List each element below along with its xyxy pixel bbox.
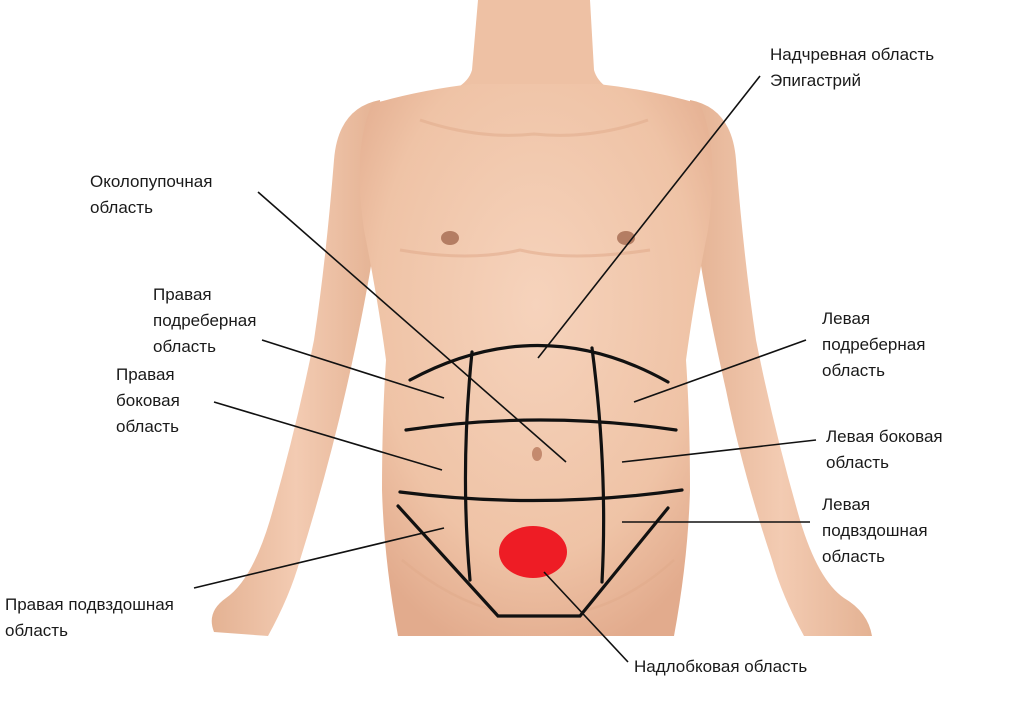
label-right-iliac: Правая подвздошная область	[5, 592, 174, 644]
label-right-lateral-line2: боковая	[116, 391, 180, 410]
label-left-lateral: Левая боковая область	[826, 424, 943, 476]
leader-umbilical	[257, 191, 567, 463]
inguinal-v-line	[396, 504, 670, 618]
left-arm	[690, 100, 872, 636]
label-epigastric-line2: Эпигастрий	[770, 71, 861, 90]
collarbone-contour	[419, 118, 649, 137]
label-right-hypochondriac-line3: область	[153, 337, 216, 356]
label-right-iliac-line1: Правая подвздошная	[5, 595, 174, 614]
right-nipple	[441, 231, 459, 245]
leader-lines	[193, 75, 817, 663]
label-left-hypochondriac-line1: Левая	[822, 309, 871, 328]
right-midclavicular-line	[463, 350, 474, 582]
label-left-hypochondriac: Левая подреберная область	[822, 306, 925, 384]
label-right-hypochondriac: Правая подреберная область	[153, 282, 256, 360]
label-right-hypochondriac-line2: подреберная	[153, 311, 257, 330]
leader-right-lateral	[213, 401, 443, 471]
navel	[532, 447, 542, 461]
label-suprapubic-line1: Надлобковая область	[634, 657, 808, 676]
leader-left-lateral	[621, 439, 817, 463]
label-left-lateral-line1: Левая боковая	[826, 427, 943, 446]
suprapubic-marker	[499, 526, 567, 578]
intertubercular-line	[398, 488, 684, 503]
upper-costal-arc	[408, 343, 670, 384]
leader-suprapubic	[543, 571, 629, 663]
neck	[420, 0, 640, 100]
label-epigastric: Надчревная область Эпигастрий	[770, 42, 934, 94]
hip-contour	[401, 559, 675, 614]
label-right-lateral-line3: область	[116, 417, 179, 436]
chest-contour	[399, 248, 651, 258]
label-right-iliac-line2: область	[5, 621, 68, 640]
label-left-lateral-line2: область	[826, 453, 889, 472]
label-left-hypochondriac-line2: подреберная	[822, 335, 926, 354]
leader-left-hypochondriac	[633, 339, 807, 403]
label-left-iliac: Левая подвздошная область	[822, 492, 928, 570]
right-arm	[211, 100, 380, 636]
label-left-iliac-line2: подвздошная	[822, 521, 928, 540]
left-midclavicular-line	[590, 346, 606, 584]
label-right-lateral: Правая боковая область	[116, 362, 180, 440]
abdominal-region-lines	[396, 343, 684, 618]
label-epigastric-line1: Надчревная область	[770, 45, 935, 64]
label-left-iliac-line3: область	[822, 547, 885, 566]
leader-epigastric	[537, 75, 761, 359]
subcostal-line	[404, 418, 678, 432]
label-umbilical: Околопупочная область	[90, 169, 212, 221]
label-umbilical-line2: область	[90, 198, 153, 217]
label-umbilical-line1: Околопупочная	[90, 172, 213, 191]
label-suprapubic: Надлобковая область	[634, 654, 807, 680]
label-right-hypochondriac-line1: Правая	[153, 285, 212, 304]
leader-right-hypochondriac	[261, 339, 445, 399]
label-right-lateral-line1: Правая	[116, 365, 175, 384]
label-left-hypochondriac-line3: область	[822, 361, 885, 380]
label-left-iliac-line1: Левая	[822, 495, 871, 514]
leader-right-iliac	[193, 527, 445, 589]
